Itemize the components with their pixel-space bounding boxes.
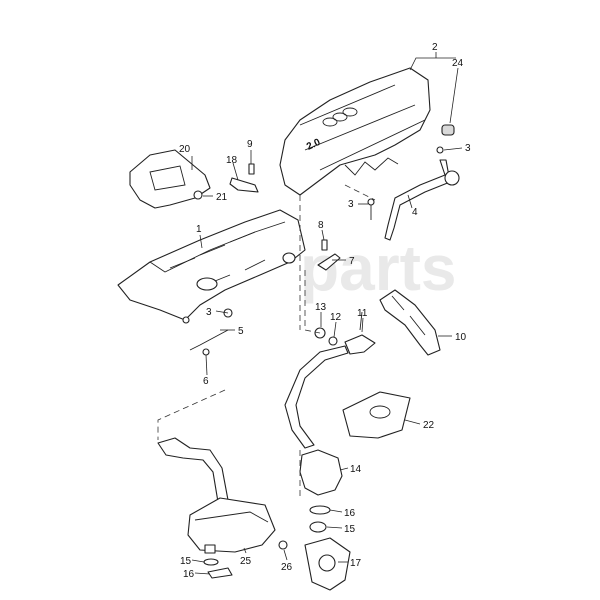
rubber-cap [441,124,455,136]
callout-2: 2 [432,42,438,53]
callout-4: 4 [412,207,418,218]
oil-separator [299,449,343,496]
breather-pipe [367,146,460,241]
callout-17: 17 [350,558,362,569]
callout-labels: 2 24 3 3 4 20 21 18 9 1 8 7 3 5 6 13 12 … [179,42,471,580]
leader-lines [191,52,463,575]
callout-11: 11 [357,308,368,319]
callout-16: 16 [344,508,356,519]
heat-shield [342,391,411,439]
engine-cover: 2.0 [279,67,431,196]
callout-16: 16 [183,569,195,580]
callout-24: 24 [452,58,464,69]
callout-9: 9 [247,139,253,150]
valve-cover [117,209,306,324]
callout-10: 10 [455,332,467,343]
dashed-guides [157,184,376,500]
breather-hose [284,345,349,449]
callout-15: 15 [180,556,192,567]
callout-15: 15 [344,524,356,535]
callout-7: 7 [349,256,355,267]
callout-6: 6 [203,376,209,387]
callout-26: 26 [281,562,293,573]
bracket-7 [317,239,341,271]
callout-21: 21 [216,192,228,203]
hose-10 [379,289,441,356]
callout-12: 12 [330,312,342,323]
callout-1: 1 [196,224,202,235]
callout-20: 20 [179,144,191,155]
callout-3: 3 [348,199,354,210]
cover-badge: 2.0 [305,137,323,153]
callout-22: 22 [423,420,435,431]
callout-14: 14 [350,464,362,475]
callout-5: 5 [238,326,244,337]
callout-3: 3 [206,307,212,318]
bracket-18 [229,163,259,193]
small-cover [129,149,211,209]
callout-3: 3 [465,143,471,154]
pressure-valve [304,505,351,591]
callout-8: 8 [318,220,324,231]
callout-25: 25 [240,556,252,567]
callout-18: 18 [226,155,238,166]
callout-13: 13 [315,302,327,313]
reservoir [187,497,288,579]
